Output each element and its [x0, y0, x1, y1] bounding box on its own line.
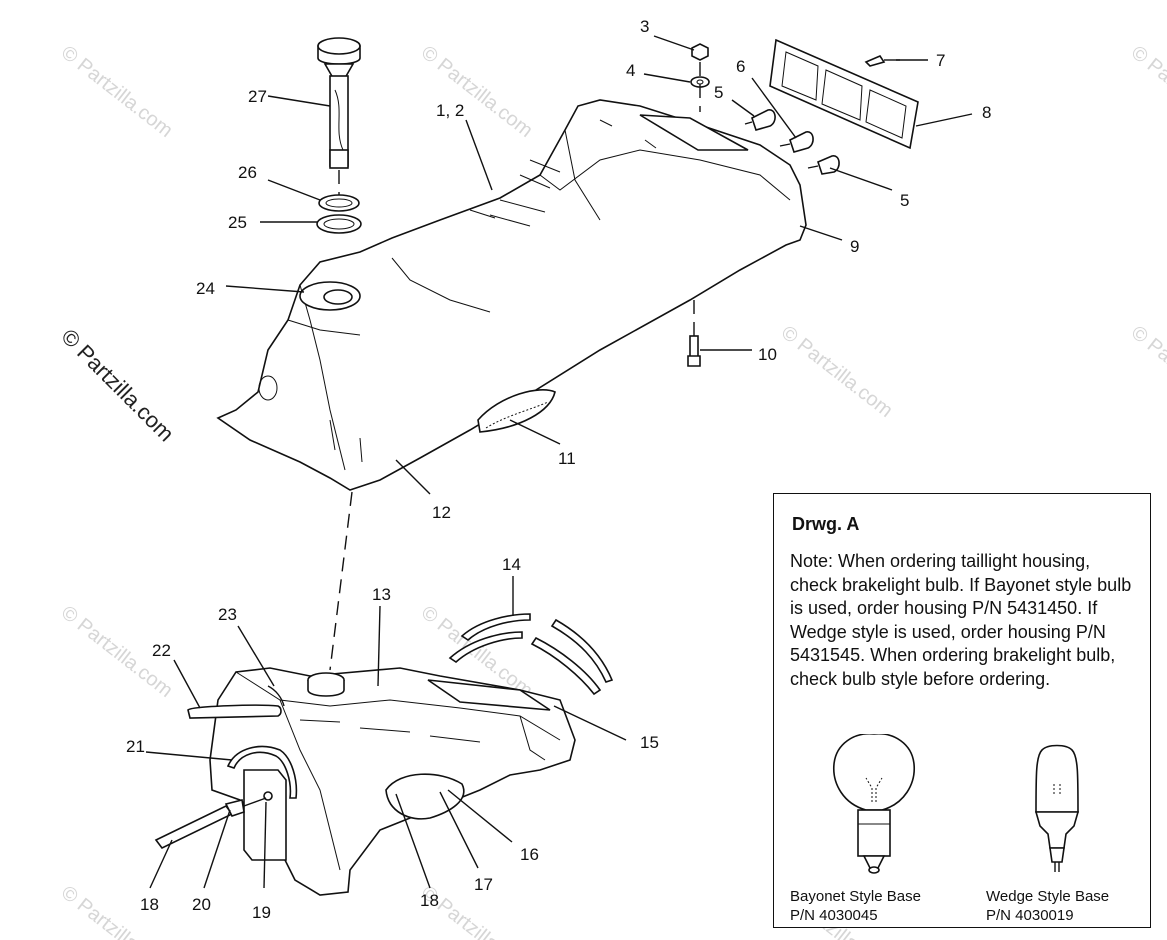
- callout-15: 15: [640, 733, 659, 752]
- bulbs: [744, 109, 840, 175]
- callout-5-lower: 5: [900, 191, 909, 210]
- callout-23: 23: [218, 605, 237, 624]
- callout-14: 14: [502, 555, 521, 574]
- callout-13: 13: [372, 585, 391, 604]
- fuel-line: [154, 804, 234, 850]
- bulb-illustrations: [833, 734, 1080, 874]
- bayonet-label: Bayonet Style Base: [790, 888, 921, 905]
- seal-rings: [316, 170, 362, 234]
- callout-26: 26: [238, 163, 257, 182]
- callout-16: 16: [520, 845, 539, 864]
- callout-10: 10: [758, 345, 777, 364]
- vent-line: [187, 704, 282, 719]
- callout-5-upper: 5: [714, 83, 723, 102]
- callout-22: 22: [152, 641, 171, 660]
- bayonet-pn: P/N 4030045: [790, 907, 878, 924]
- leader-lines: [145, 35, 973, 889]
- callout-19: 19: [252, 903, 271, 922]
- callout-9: 9: [850, 237, 859, 256]
- note-text: Note: When ordering taillight housing, c…: [790, 551, 1132, 689]
- bolt: [687, 300, 701, 367]
- alignment-line: [329, 491, 353, 671]
- callout-27: 27: [248, 87, 267, 106]
- wedge-bulb-icon: [1034, 744, 1080, 872]
- taillight-window: [639, 114, 749, 151]
- watermark-tile: © Partzilla.com: [1127, 42, 1167, 142]
- callout-labels: 1, 2 3 4 5 6 7 8 5 9 10 11 12 13 14 15 1…: [126, 17, 991, 922]
- screw: [864, 55, 900, 67]
- bayonet-bulb-icon: [833, 734, 915, 874]
- callout-8: 8: [982, 103, 991, 122]
- taillight-lens: [769, 38, 919, 150]
- nut-washer: [690, 43, 710, 112]
- watermark-tile: © Partzilla.com: [417, 42, 537, 142]
- callout-4: 4: [626, 61, 635, 80]
- callout-20: 20: [192, 895, 211, 914]
- watermark-main: © Partzilla.com: [56, 324, 179, 447]
- watermark-tile: © Partzilla.com: [57, 42, 177, 142]
- callout-21: 21: [126, 737, 145, 756]
- wedge-label: Wedge Style Base: [986, 888, 1110, 905]
- callout-7: 7: [936, 51, 945, 70]
- watermark-tile: © Partzilla.com: [1127, 322, 1167, 422]
- wedge-caption: Wedge Style Base P/N 4030019: [986, 887, 1109, 925]
- watermark-tile: © Partzilla.com: [777, 322, 897, 422]
- seat-cover: [216, 99, 807, 491]
- callout-11: 11: [558, 449, 576, 468]
- callout-18-left: 18: [140, 895, 159, 914]
- retaining-straps: [226, 613, 614, 799]
- note-box: Drwg. A Note: When ordering taillight ho…: [773, 493, 1151, 928]
- callout-6: 6: [736, 57, 745, 76]
- callout-12: 12: [432, 503, 451, 522]
- pickup-boss: [385, 773, 465, 820]
- callout-1-2: 1, 2: [436, 101, 464, 120]
- callout-18-right: 18: [420, 891, 439, 910]
- bayonet-caption: Bayonet Style Base P/N 4030045: [790, 887, 921, 925]
- callout-24: 24: [196, 279, 215, 298]
- fuel-pad: [427, 679, 551, 711]
- fuel-cap: [317, 37, 361, 169]
- fuel-tank: [209, 667, 576, 896]
- wedge-pn: P/N 4030019: [986, 907, 1074, 924]
- callout-3: 3: [640, 17, 649, 36]
- callout-17: 17: [474, 875, 493, 894]
- callout-25: 25: [228, 213, 247, 232]
- note-title: Drwg. A: [792, 514, 860, 534]
